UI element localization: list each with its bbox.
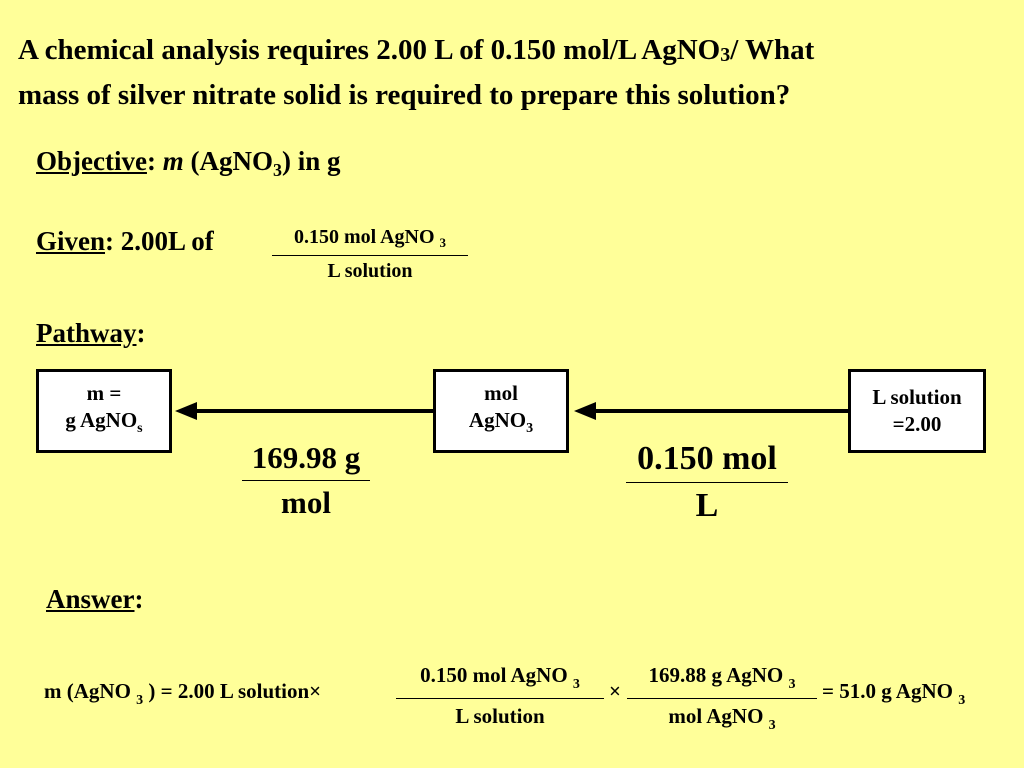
question-text: A chemical analysis requires 2.00 L of 0…: [18, 30, 1008, 115]
given-fraction-denominator: L solution: [327, 260, 413, 282]
objective-line: Objective: m (AgNO3) in g: [36, 146, 341, 180]
given-fraction-numerator: 0.150 mol AgNO 3: [293, 226, 447, 250]
concentration-fraction: 0.150 mol L: [626, 440, 788, 525]
equation-result: = 51.0 g AgNO 3: [822, 679, 966, 708]
moles-box: mol AgNO3: [433, 369, 569, 453]
volume-box: L solution =2.00: [848, 369, 986, 453]
pathway-label: Pathway: [36, 318, 137, 348]
pathway-line: Pathway:: [36, 318, 146, 348]
equation-lhs: m (AgNO 3 ) = 2.00 L solution×: [44, 679, 322, 708]
equation-fraction-2: 169.88 g AgNO 3 mol AgNO 3: [627, 663, 817, 734]
given-label: Given: [36, 226, 106, 256]
given-fraction: 0.150 mol AgNO 3 L solution: [272, 226, 468, 283]
equation-fraction-1: 0.150 mol AgNO 3 L solution: [396, 663, 604, 729]
molar-mass-fraction: 169.98 g mol: [242, 440, 370, 521]
question-line-1: A chemical analysis requires 2.00 L of 0…: [18, 34, 815, 66]
answer-label: Answer: [46, 584, 135, 614]
times-sign: ×: [609, 679, 621, 703]
arrow-mid-to-left: [175, 402, 433, 420]
arrow-right-to-mid: [574, 402, 848, 420]
answer-line: Answer:: [46, 584, 144, 614]
objective-label: Objective: [36, 146, 147, 176]
fraction-bar: [272, 255, 468, 256]
mass-box: m = g AgNOs: [36, 369, 172, 453]
question-line-2: mass of silver nitrate solid is required…: [18, 79, 791, 111]
given-line: Given: 2.00L of: [36, 226, 214, 256]
